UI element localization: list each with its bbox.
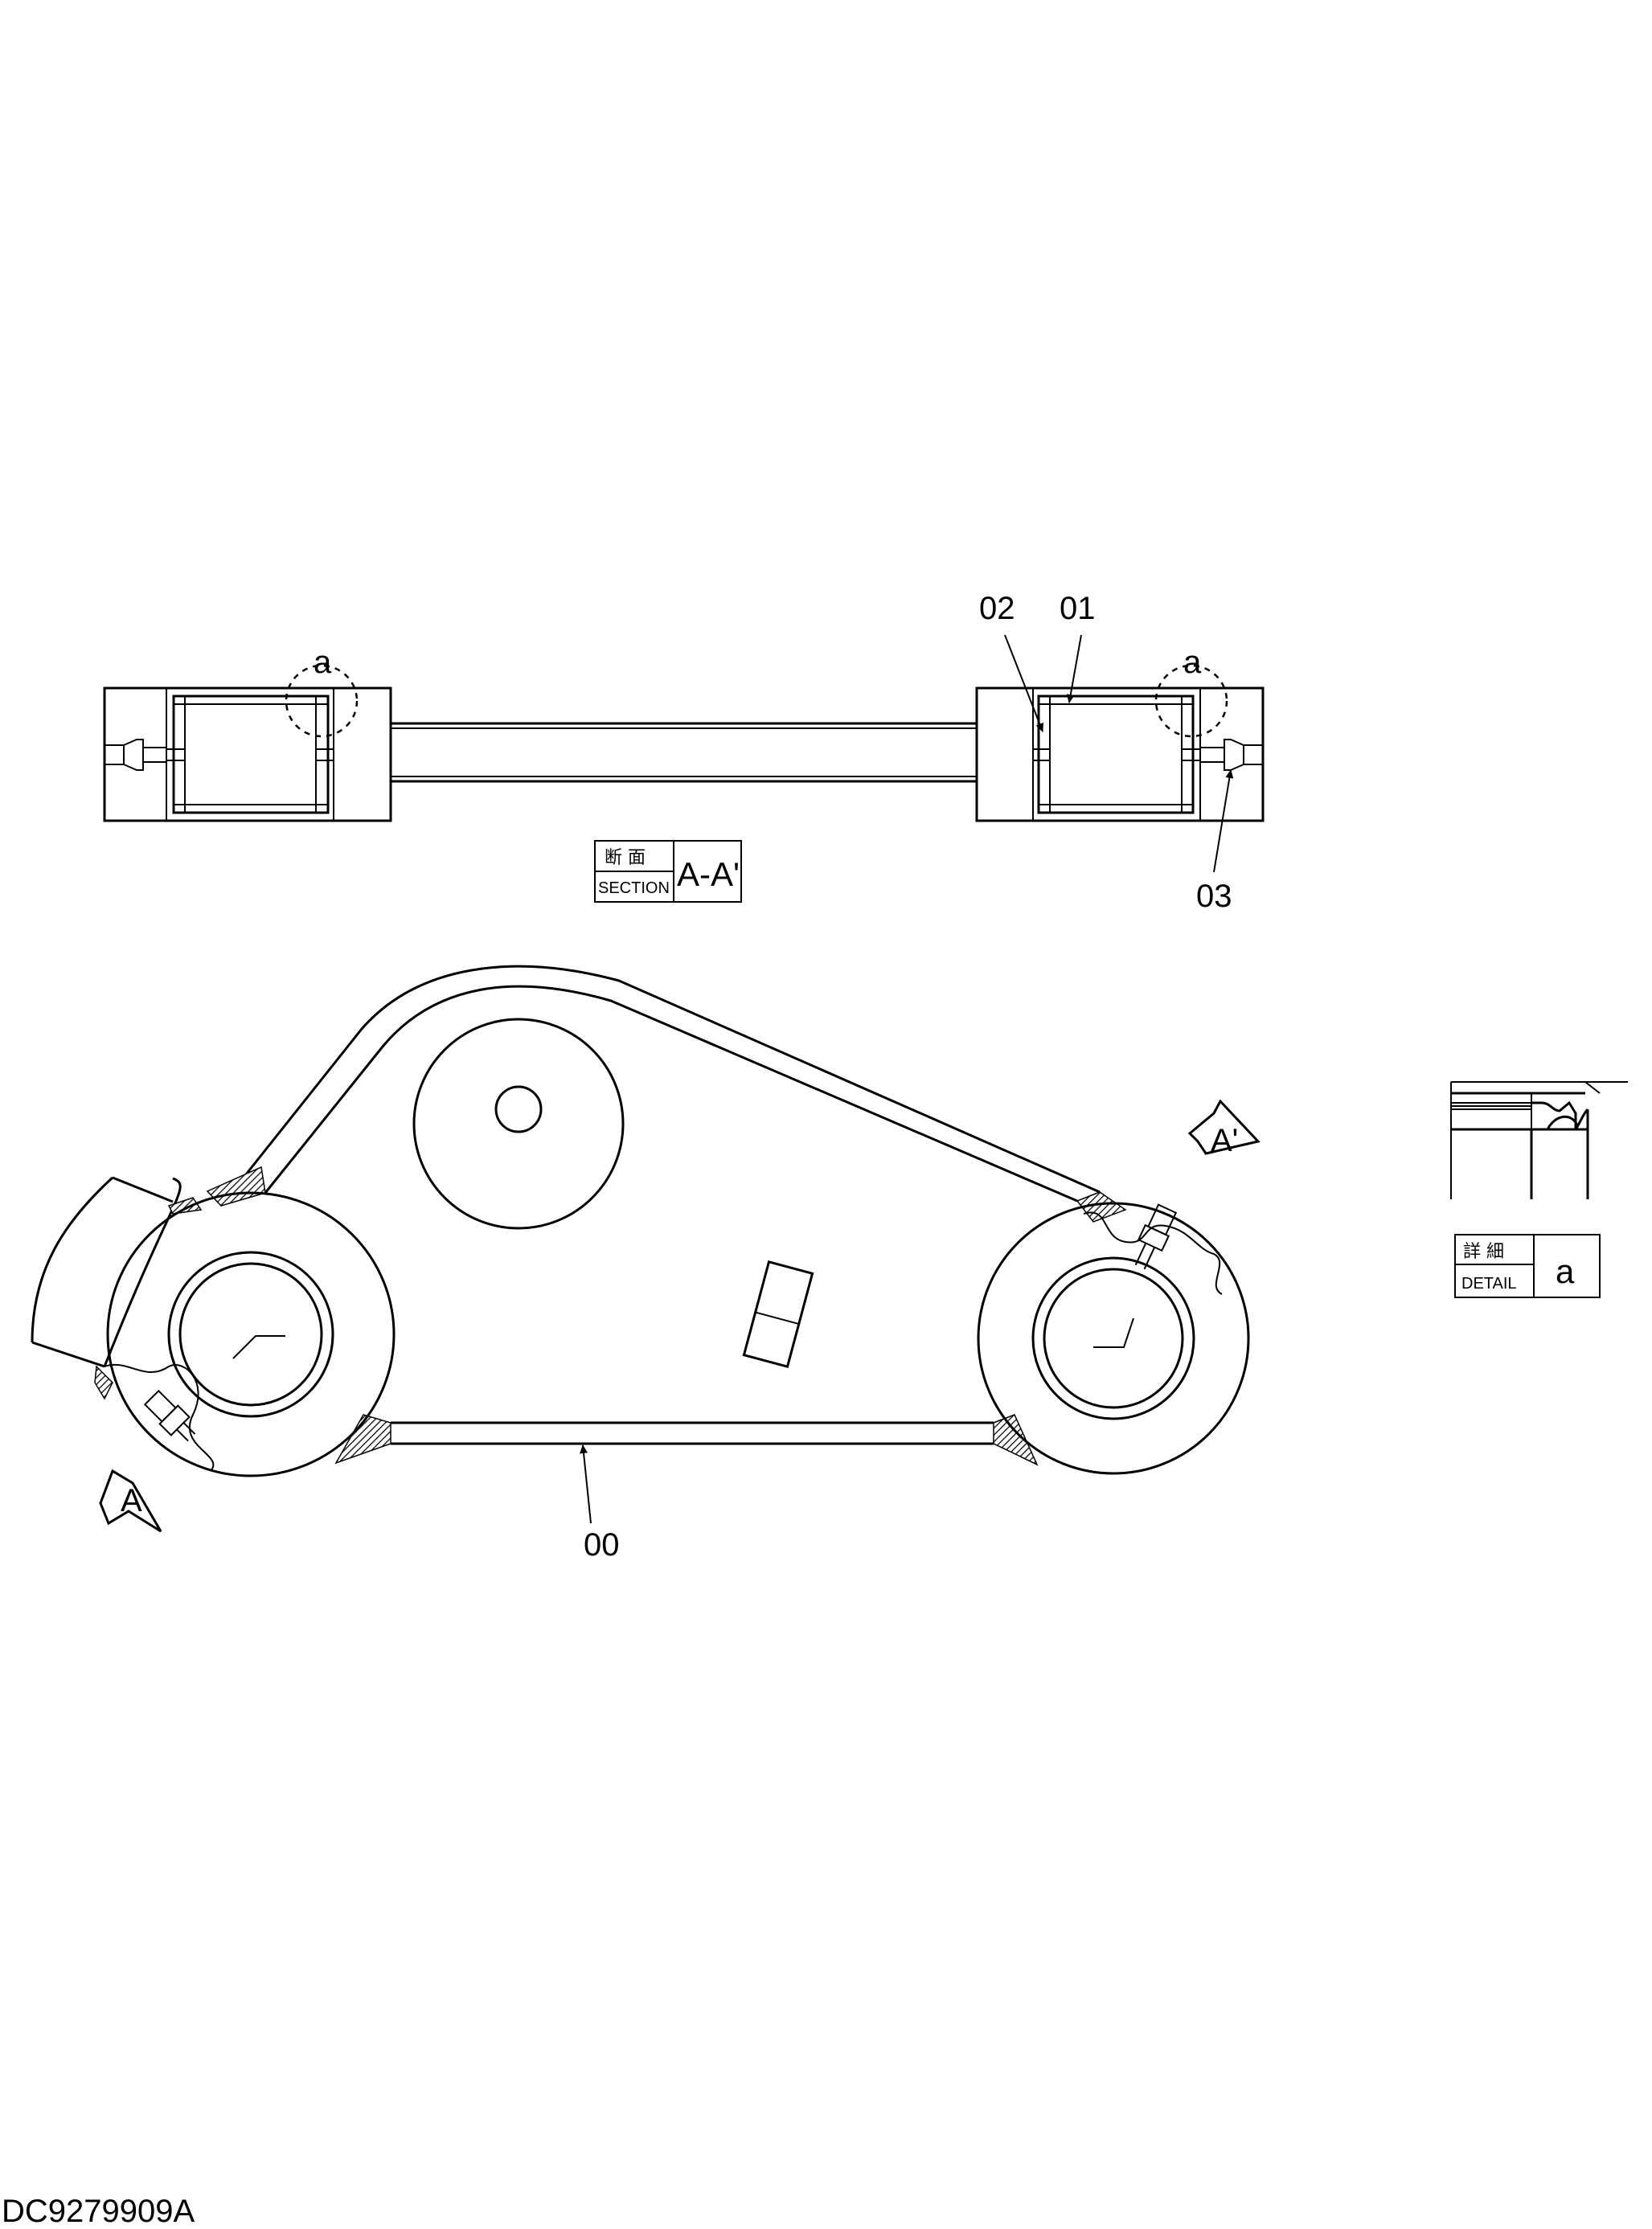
weld-top-right <box>1076 1191 1127 1223</box>
view-arrow-a: A <box>99 1469 162 1533</box>
section-title-id: A-A' <box>677 855 740 893</box>
detail-title-en: DETAIL <box>1461 1275 1517 1293</box>
detail-marker-left: a <box>314 645 332 680</box>
leader-00 <box>580 1444 592 1524</box>
part-label-01: 01 <box>1060 591 1096 626</box>
left-boss <box>103 664 392 822</box>
bracket-side-view: 00 A A' <box>31 965 1261 1563</box>
detail-title-jp: 詳 細 <box>1463 1242 1504 1262</box>
detail-title-id: a <box>1556 1252 1575 1290</box>
section-title-jp: 断 面 <box>605 848 646 868</box>
section-title-box: 断 面 SECTION A-A' <box>594 840 742 903</box>
body-inner-outline <box>264 985 1078 1445</box>
detail-view-a: 詳 細 DETAIL a <box>1450 1081 1628 1298</box>
right-boss <box>975 664 1265 822</box>
pipe-stub <box>31 1176 182 1368</box>
section-title-en: SECTION <box>598 879 670 897</box>
weld-bottom-right <box>993 1414 1039 1466</box>
weld-top-left <box>206 1166 266 1207</box>
leader-02 <box>1004 634 1044 732</box>
detail-circle-left <box>285 664 359 738</box>
detail-circle-right <box>1154 664 1228 738</box>
drawing-id: DC9279909A <box>2 2194 195 2229</box>
center-plate <box>742 1260 814 1369</box>
part-label-02: 02 <box>979 591 1015 626</box>
part-label-00: 00 <box>584 1527 620 1563</box>
leader-01 <box>1066 634 1082 703</box>
left-pin-boss <box>104 1191 396 1477</box>
center-disc <box>412 1018 625 1230</box>
view-arrow-a-label: A <box>121 1483 142 1518</box>
connecting-tube <box>391 722 977 783</box>
view-arrow-a-prime: A' <box>1187 1099 1261 1158</box>
section-view-a-a: 02 01 03 a a 断 面 SECTION A-A' <box>103 591 1265 914</box>
right-pin-boss <box>977 1202 1250 1475</box>
view-arrow-a-prime-label: A' <box>1211 1123 1238 1158</box>
weld-bottom-left <box>334 1414 391 1465</box>
weld-left-boss <box>167 1197 203 1215</box>
leader-03 <box>1213 769 1234 873</box>
body-outer-outline <box>219 965 1101 1424</box>
part-label-03: 03 <box>1196 879 1232 914</box>
detail-marker-right: a <box>1183 645 1202 680</box>
weld-left-lower <box>94 1365 113 1400</box>
detail-title-box: 詳 細 DETAIL a <box>1454 1234 1601 1298</box>
